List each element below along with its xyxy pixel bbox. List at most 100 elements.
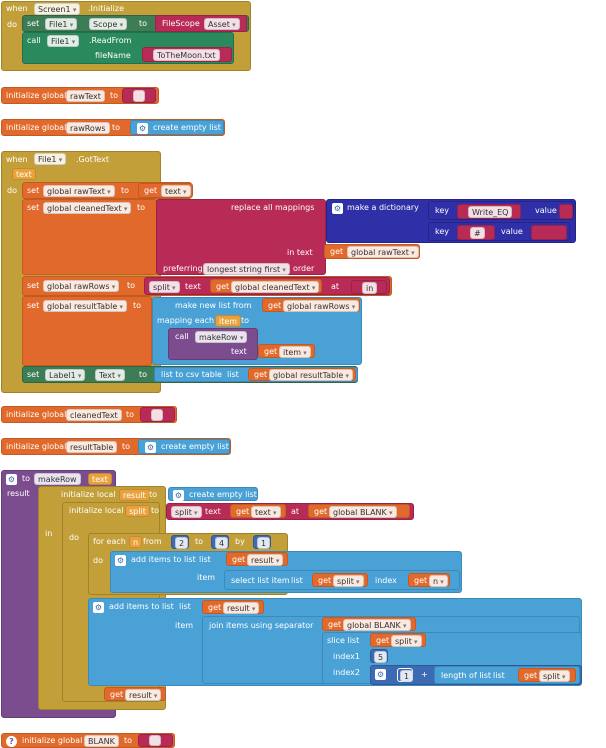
gear-icon[interactable]: ⚙: [145, 442, 156, 453]
num-5-field[interactable]: 5: [374, 651, 388, 663]
global-rawrows-dropdown[interactable]: global rawRows: [43, 280, 120, 292]
result-local-field[interactable]: result: [119, 489, 150, 501]
global-rawtext-dropdown[interactable]: global rawText: [347, 246, 419, 258]
empty-string-block[interactable]: [138, 734, 173, 747]
num-4-field[interactable]: 4: [215, 537, 229, 549]
set-global-resulttable-block[interactable]: set global resultTable to: [22, 296, 152, 366]
asset-dropdown[interactable]: Asset: [204, 18, 240, 30]
gear-icon[interactable]: ⚙: [332, 203, 343, 214]
get-split-block-3[interactable]: get split: [518, 668, 576, 682]
write-eq-string[interactable]: Write_EQ: [457, 204, 521, 219]
longest-first-dropdown[interactable]: longest string first: [203, 263, 290, 275]
gear-icon[interactable]: ⚙: [93, 602, 104, 613]
gear-icon[interactable]: ⚙: [6, 474, 17, 485]
global-cleanedtext-dropdown[interactable]: global cleanedText: [231, 281, 320, 293]
filescope-asset-block[interactable]: FileScope Asset: [155, 15, 247, 32]
hash-string[interactable]: #: [457, 225, 495, 240]
get-item-block[interactable]: get item: [258, 344, 315, 358]
pair-hash-block[interactable]: key # value: [428, 222, 570, 241]
gear-icon[interactable]: ⚙: [137, 123, 148, 134]
global-rawtext-dropdown[interactable]: global rawText: [43, 185, 115, 197]
cleanedtext-name-field[interactable]: cleanedText: [66, 409, 122, 421]
get-global-rawtext-block[interactable]: get global rawText: [324, 244, 420, 259]
question-icon[interactable]: ?: [6, 736, 17, 747]
write-eq-text[interactable]: Write_EQ: [468, 206, 513, 218]
gear-icon[interactable]: ⚙: [173, 490, 184, 501]
empty-string-field[interactable]: [149, 735, 161, 746]
create-empty-list-block[interactable]: ⚙ create empty list: [130, 120, 224, 135]
get-result-block[interactable]: get result: [226, 552, 288, 566]
num-5-block[interactable]: 5: [370, 649, 388, 663]
global-blank-dropdown[interactable]: global BLANK: [343, 619, 411, 631]
get-global-rawrows-block[interactable]: get global rawRows: [262, 298, 360, 312]
result-dropdown[interactable]: result: [125, 689, 162, 701]
split-dropdown[interactable]: split: [539, 670, 570, 682]
makerow-dropdown[interactable]: makeRow: [195, 331, 248, 343]
num-2-field[interactable]: 2: [175, 537, 189, 549]
num-1-field[interactable]: 1: [257, 537, 271, 549]
blank-name-field[interactable]: BLANK: [84, 735, 119, 747]
num-4-block[interactable]: 4: [211, 535, 229, 549]
file1-dropdown-2[interactable]: File1: [47, 35, 80, 47]
num-1-block[interactable]: 1: [253, 535, 271, 549]
get-result-block-3[interactable]: get result: [104, 687, 166, 701]
split-dropdown[interactable]: split: [333, 575, 364, 587]
file1-dropdown[interactable]: File1: [34, 153, 67, 165]
n-param[interactable]: n: [129, 536, 143, 548]
init-global-cleanedtext-block[interactable]: initialize global cleanedText to: [1, 406, 177, 423]
text-prop-dropdown[interactable]: Text: [95, 369, 125, 381]
get-global-cleanedtext-block[interactable]: get global cleanedText: [210, 279, 322, 293]
global-rawrows-dropdown[interactable]: global rawRows: [283, 300, 360, 312]
get-text-block[interactable]: get text: [138, 183, 193, 198]
empty-string-field[interactable]: [133, 90, 145, 102]
pair-write-eq-block[interactable]: key Write_EQ value: [428, 201, 574, 220]
split-dropdown[interactable]: split: [149, 281, 180, 293]
empty-string-field[interactable]: [151, 409, 163, 421]
in-string-text[interactable]: in: [362, 282, 378, 294]
item-param[interactable]: item: [215, 315, 242, 327]
global-blank-dropdown[interactable]: global BLANK: [329, 506, 397, 518]
split-dropdown[interactable]: split: [171, 506, 202, 518]
replace-all-mappings-block[interactable]: replace all mappings in text preferring …: [156, 199, 326, 275]
split-local-field[interactable]: split: [125, 505, 150, 517]
get-split-block[interactable]: get split: [312, 573, 368, 587]
n-dropdown[interactable]: n: [429, 575, 448, 587]
get-global-resulttable-block[interactable]: get global resultTable: [248, 368, 356, 381]
get-global-blank-block-2[interactable]: get global BLANK: [322, 617, 416, 631]
num-1-block[interactable]: 1: [397, 668, 414, 682]
empty-string-block[interactable]: [559, 204, 573, 219]
gear-icon[interactable]: ⚙: [375, 669, 386, 680]
rawrows-name-field[interactable]: rawRows: [66, 122, 110, 134]
tothemoon-string-block[interactable]: ToTheMoon.txt: [142, 47, 232, 62]
num-2-block[interactable]: 2: [171, 535, 189, 549]
file1-dropdown[interactable]: File1: [45, 18, 78, 30]
split-dropdown[interactable]: split: [391, 635, 422, 647]
screen1-dropdown[interactable]: Screen1: [34, 3, 81, 15]
global-resulttable-dropdown[interactable]: global resultTable: [269, 369, 354, 381]
item-dropdown[interactable]: item: [279, 346, 311, 358]
resulttable-name-field[interactable]: resultTable: [66, 441, 118, 453]
global-cleanedtext-dropdown[interactable]: global cleanedText: [43, 202, 132, 214]
in-string-block[interactable]: in: [351, 280, 387, 294]
empty-string-block[interactable]: [531, 225, 567, 240]
get-global-blank-block[interactable]: get global BLANK: [308, 504, 410, 518]
tothemoon-text[interactable]: ToTheMoon.txt: [153, 49, 220, 61]
empty-string-block[interactable]: [140, 407, 175, 422]
makerow-name-field[interactable]: makeRow: [34, 473, 81, 485]
init-global-rawtext-block[interactable]: initialize global rawText to: [1, 87, 159, 104]
set-global-cleanedtext-block[interactable]: set global cleanedText to: [22, 199, 157, 275]
rawtext-name-field[interactable]: rawText: [66, 90, 105, 102]
label1-dropdown[interactable]: Label1: [45, 369, 86, 381]
text-param[interactable]: text: [12, 168, 36, 180]
empty-string-block[interactable]: [122, 88, 156, 103]
get-text-block[interactable]: get text: [230, 504, 286, 518]
get-result-block-2[interactable]: get result: [202, 600, 264, 614]
create-empty-list-block[interactable]: ⚙ create empty list: [138, 439, 230, 454]
num-1-field[interactable]: 1: [400, 670, 414, 682]
get-n-block[interactable]: get n: [408, 573, 450, 587]
scope-dropdown[interactable]: Scope: [89, 18, 128, 30]
text-param-dropdown[interactable]: text: [161, 185, 191, 197]
call-makerow-block[interactable]: call makeRow text: [168, 328, 258, 360]
get-split-block-2[interactable]: get split: [370, 633, 426, 647]
text-param[interactable]: text: [88, 473, 112, 485]
